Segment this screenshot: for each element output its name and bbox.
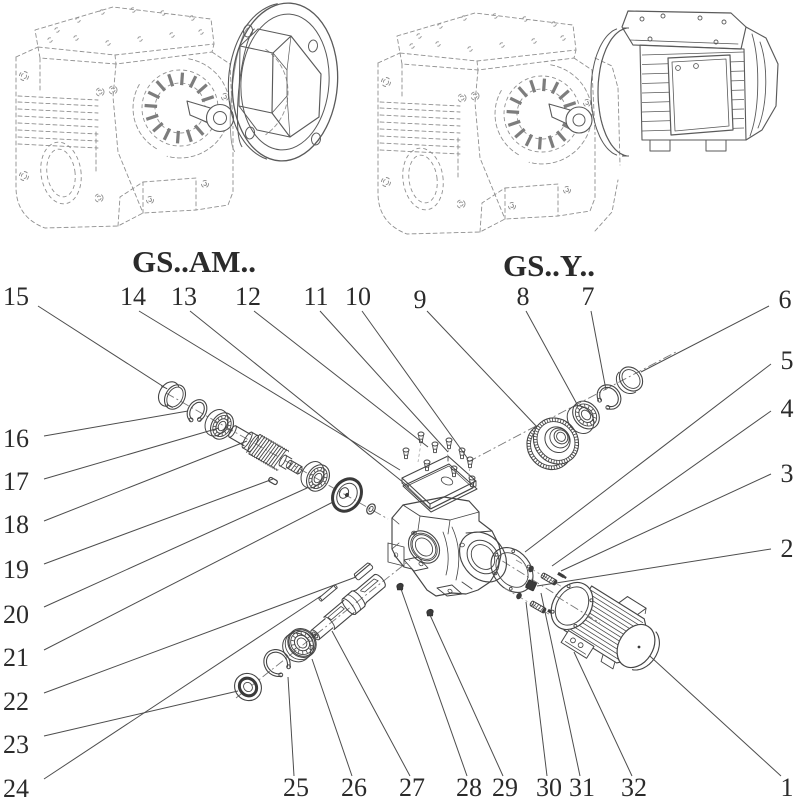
- svg-text:17: 17: [3, 467, 29, 496]
- svg-text:11: 11: [303, 282, 328, 311]
- svg-text:26: 26: [341, 773, 367, 800]
- svg-text:21: 21: [3, 643, 29, 672]
- svg-text:14: 14: [120, 282, 146, 311]
- svg-text:18: 18: [3, 510, 29, 539]
- svg-text:29: 29: [492, 773, 518, 800]
- svg-text:27: 27: [399, 773, 425, 800]
- svg-text:GS..AM..: GS..AM..: [132, 244, 256, 279]
- svg-text:16: 16: [3, 424, 29, 453]
- svg-text:3: 3: [781, 459, 794, 488]
- svg-text:32: 32: [621, 773, 647, 800]
- svg-text:8: 8: [517, 282, 530, 311]
- svg-text:2: 2: [781, 534, 794, 563]
- svg-text:20: 20: [3, 600, 29, 629]
- svg-text:30: 30: [536, 773, 562, 800]
- svg-text:22: 22: [3, 687, 29, 716]
- svg-text:13: 13: [171, 282, 197, 311]
- svg-text:15: 15: [3, 282, 29, 311]
- svg-text:9: 9: [414, 285, 427, 314]
- svg-text:24: 24: [3, 774, 29, 800]
- svg-text:10: 10: [345, 282, 371, 311]
- svg-text:GS..Y..: GS..Y..: [503, 248, 595, 283]
- svg-text:6: 6: [779, 285, 792, 314]
- svg-text:1: 1: [781, 773, 794, 800]
- svg-text:31: 31: [569, 773, 595, 800]
- svg-text:7: 7: [582, 282, 595, 311]
- svg-text:19: 19: [3, 555, 29, 584]
- svg-text:4: 4: [781, 394, 794, 423]
- svg-text:25: 25: [283, 773, 309, 800]
- svg-text:28: 28: [456, 773, 482, 800]
- svg-text:12: 12: [235, 282, 261, 311]
- svg-text:5: 5: [781, 346, 794, 375]
- svg-text:23: 23: [3, 730, 29, 759]
